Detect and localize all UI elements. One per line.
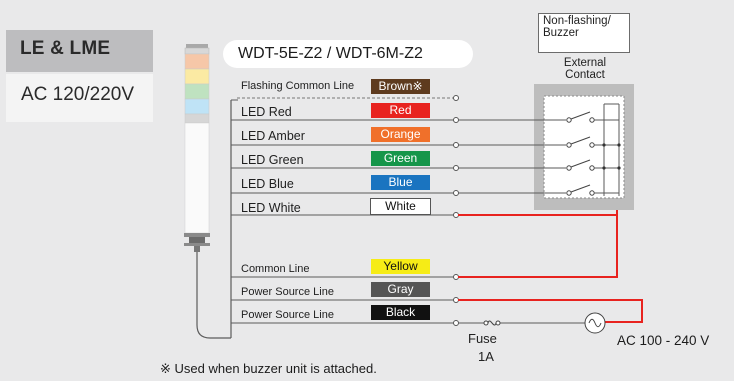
- wire-color-badge: Green: [371, 151, 430, 166]
- fuse-label: Fuse: [468, 331, 497, 346]
- wire-label: Power Source Line: [241, 286, 334, 298]
- wire-color-badge: Blue: [371, 175, 430, 190]
- power-label: AC 100 - 240 V: [617, 333, 710, 348]
- wire-label: LED Blue: [241, 177, 294, 191]
- fuse-rating: 1A: [478, 349, 494, 364]
- wire-label: LED White: [241, 201, 301, 215]
- model-number: WDT-5E-Z2 / WDT-6M-Z2: [238, 45, 423, 62]
- footnote: ※ Used when buzzer unit is attached.: [160, 361, 377, 376]
- live-wires: [458, 210, 643, 323]
- contact-title: Non-flashing/ Buzzer: [543, 15, 611, 39]
- wire-color-badge: Brown※: [371, 79, 430, 94]
- contact-switches: [566, 111, 595, 196]
- wire-color-badge: Black: [371, 305, 430, 320]
- wire-color-badge: White: [370, 198, 431, 215]
- wire-label: Power Source Line: [241, 309, 334, 321]
- contact-subtitle: External Contact: [563, 57, 607, 81]
- wire-color-badge: Yellow: [371, 259, 430, 274]
- wire-label: LED Red: [241, 105, 292, 119]
- series-name: LE & LME: [20, 38, 111, 59]
- voltage-box: [6, 74, 153, 122]
- wire-label: LED Green: [241, 153, 304, 167]
- wire-color-badge: Red: [371, 103, 430, 118]
- wire-label: Flashing Common Line: [241, 80, 355, 92]
- wire-label: Common Line: [241, 263, 310, 275]
- series-box: [6, 30, 153, 72]
- wire-lines: [231, 97, 455, 324]
- wire-color-badge: Orange: [371, 127, 430, 142]
- voltage-rating: AC 120/220V: [21, 84, 135, 105]
- model-pill: [223, 40, 473, 68]
- fuse-icon: [483, 320, 501, 326]
- wire-color-badge: Gray: [371, 282, 430, 297]
- contact-title-box: [538, 13, 630, 53]
- external-contact-box: [534, 84, 634, 210]
- ac-source-icon: [584, 312, 606, 334]
- wire-label: LED Amber: [241, 129, 305, 143]
- signal-tower-icon: [184, 44, 210, 252]
